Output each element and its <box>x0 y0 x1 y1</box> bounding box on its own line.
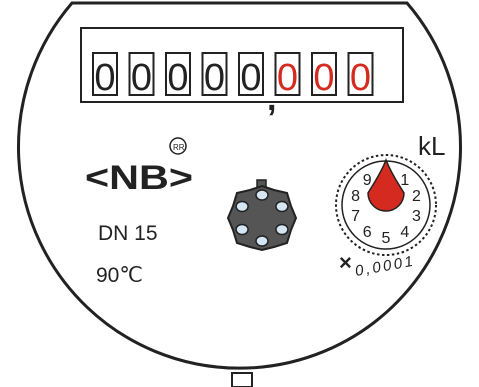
digit-box <box>165 52 191 96</box>
star-wheel <box>226 179 298 252</box>
counter-digit: 0 <box>131 57 152 99</box>
dial-number: 3 <box>412 208 421 225</box>
dial-number: 1 <box>400 172 409 189</box>
counter-digit: 0 <box>240 57 261 99</box>
temperature-label: 90℃ <box>96 264 143 287</box>
register-dial: 0123456789 × 0,0001 <box>335 154 437 280</box>
logo-mark: <NB> <box>85 159 193 197</box>
counter-window <box>80 27 404 103</box>
star-wheel-hole <box>275 223 289 236</box>
dial-number: 7 <box>351 208 360 225</box>
counter-digit: 0 <box>94 57 115 99</box>
registered-mark <box>169 137 187 155</box>
star-wheel-hole <box>235 200 249 213</box>
nb-logo: <NB> RR <box>85 137 193 197</box>
dial-number: 9 <box>363 172 372 189</box>
multiplier-symbol: × <box>339 250 352 275</box>
digit-box <box>201 52 228 96</box>
dial-number: 2 <box>412 188 421 205</box>
counter-digit: 0 <box>350 57 371 99</box>
digit-box <box>92 52 118 96</box>
star-wheel-hole <box>235 223 249 236</box>
decimal-comma: , <box>267 80 276 118</box>
dial-number: 8 <box>351 188 360 205</box>
unit-label: kL <box>418 131 445 161</box>
star-wheel-hole <box>255 235 269 247</box>
dial-number: 5 <box>382 230 391 247</box>
bottom-notch <box>231 372 253 387</box>
star-wheel-hole <box>275 200 289 213</box>
digit-box <box>274 52 301 96</box>
dial-rim <box>335 154 437 256</box>
dial-number: 4 <box>400 224 409 241</box>
counter-digit: 0 <box>313 57 334 99</box>
dial-number: 6 <box>363 224 372 241</box>
star-wheel-hole <box>255 189 269 201</box>
digit-box <box>347 52 374 96</box>
digit-box <box>311 52 337 96</box>
multiplier-value: 0,0001 <box>354 253 417 280</box>
meter-outline <box>17 1 462 370</box>
dial-pointer <box>367 157 405 212</box>
registered-text: RR <box>173 143 185 152</box>
counter-digit: 0 <box>167 57 188 99</box>
counter-digit: 0 <box>277 57 298 99</box>
digit-box <box>128 52 155 96</box>
size-label: DN 15 <box>98 222 158 245</box>
digit-box <box>238 52 264 96</box>
counter-digit: 0 <box>204 57 225 99</box>
